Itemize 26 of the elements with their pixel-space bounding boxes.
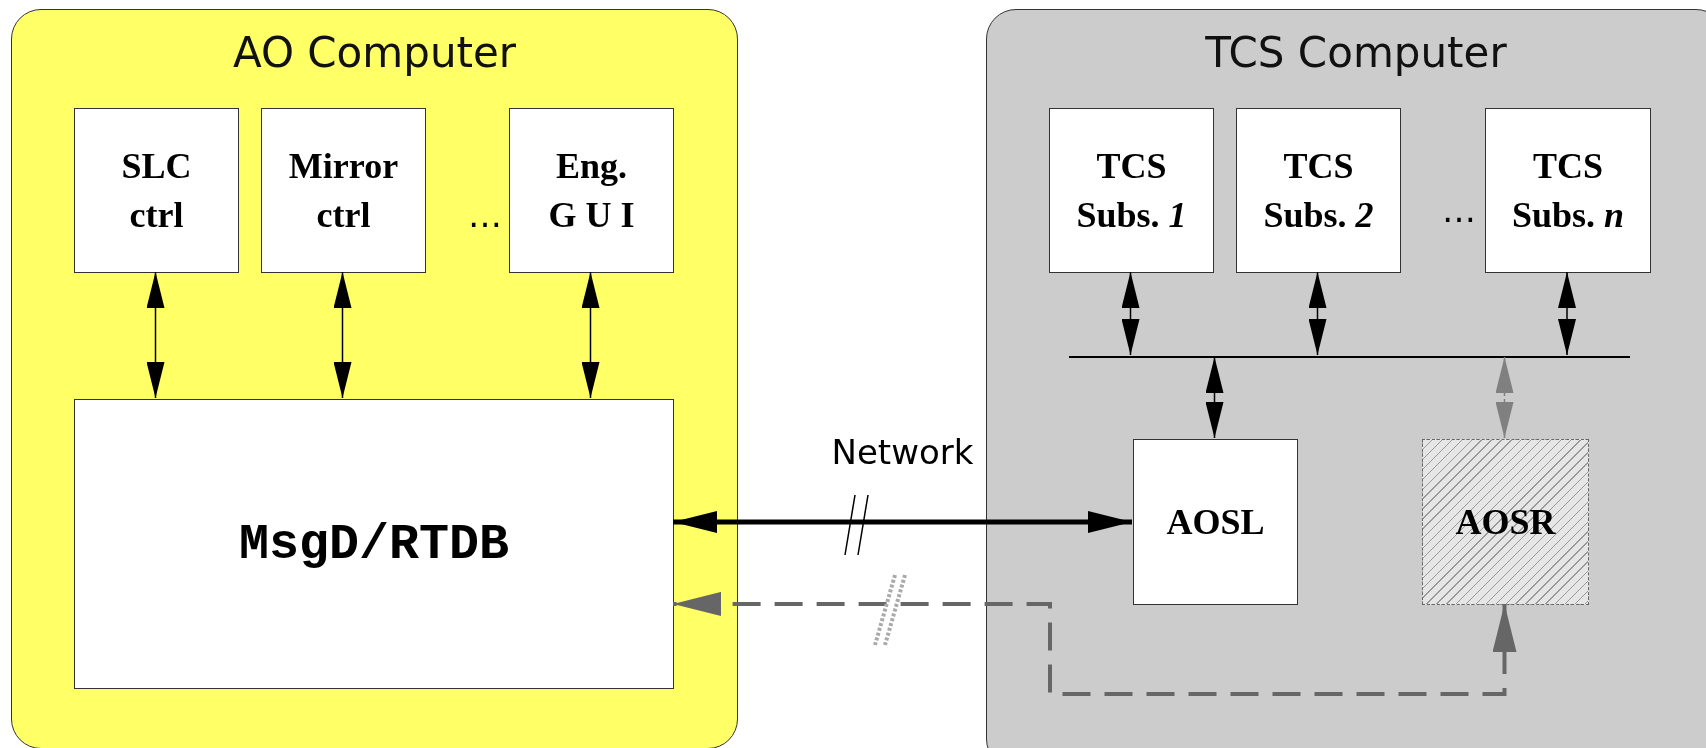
bus-line [1069, 356, 1630, 358]
process-box [74, 399, 674, 689]
box-label: TCS Subs. n [1510, 144, 1626, 237]
process-box [1133, 439, 1298, 605]
box-label: Mirror ctrl [287, 144, 400, 237]
box-label: TCS Subs. 1 [1075, 144, 1188, 237]
process-box [74, 108, 239, 273]
computer-panel [11, 9, 738, 748]
ellipsis: … [1442, 190, 1476, 230]
process-box [1485, 108, 1651, 273]
process-box [509, 108, 674, 273]
box-label: AOSR [1454, 500, 1557, 544]
box-label: Eng. G U I [547, 144, 636, 237]
box-label: TCS Subs. 2 [1262, 144, 1375, 237]
panel-title: TCS Computer [1205, 28, 1507, 77]
process-box [1049, 108, 1214, 273]
box-label: MsgD/RTDB [238, 515, 509, 573]
process-box [261, 108, 426, 273]
computer-panel [986, 9, 1706, 748]
process-box [1422, 439, 1589, 605]
edge-label: Network [830, 432, 975, 472]
process-box [1236, 108, 1401, 273]
ellipsis: … [468, 195, 502, 235]
panel-title: AO Computer [232, 28, 517, 77]
box-label: SLC ctrl [120, 144, 193, 237]
box-label: AOSL [1165, 500, 1266, 544]
